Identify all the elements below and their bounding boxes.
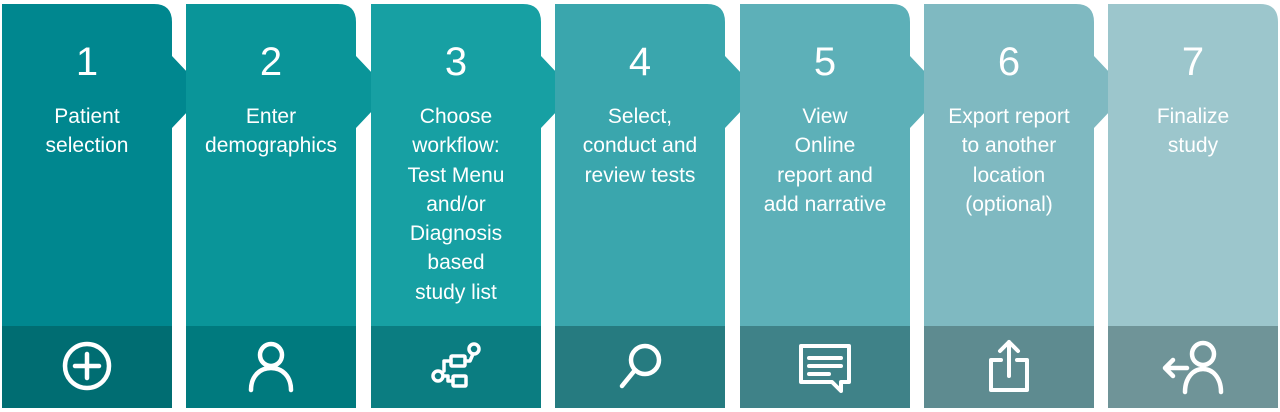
back-to-user-icon (1162, 336, 1224, 396)
step-1-number: 1 (75, 40, 99, 84)
search-icon (610, 336, 670, 396)
step-4-number: 4 (628, 40, 652, 84)
step-6: 6 Export report to another location (opt… (924, 4, 1128, 408)
step-4: 4 Select, conduct and review tests (555, 4, 759, 408)
step-6-label: Export report to another location (optio… (948, 105, 1070, 216)
step-7: 7 Finalize study (1108, 4, 1278, 408)
step-7-number: 7 (1181, 40, 1205, 84)
step-4-label: Select, conduct and review tests (582, 105, 698, 187)
export-icon (979, 336, 1039, 396)
step-1: 1 Patient selection (2, 4, 206, 408)
step-5-label: View Online report and add narrative (763, 105, 887, 216)
step-5: 5 View Online report and add narrative (740, 4, 944, 408)
user-icon (241, 336, 301, 396)
step-2: 2 Enter demographics (186, 4, 390, 408)
step-2-shape (186, 4, 390, 408)
step-3: 3 Choose workflow: Test Menu and/or Diag… (371, 4, 575, 408)
workflow-icon (426, 336, 486, 396)
step-5-shape (740, 4, 944, 408)
step-2-label: Enter demographics (205, 105, 337, 158)
step-6-number: 6 (997, 40, 1021, 84)
step-7-label: Finalize study (1156, 105, 1230, 158)
step-1-label: Patient selection (45, 105, 129, 158)
step-4-shape (555, 4, 759, 408)
step-2-number: 2 (259, 40, 283, 84)
step-3-label: Choose workflow: Test Menu and/or Diagno… (407, 105, 505, 304)
step-5-number: 5 (813, 40, 837, 84)
step-7-shape (1108, 4, 1278, 408)
report-comment-icon (795, 336, 855, 396)
plus-circle-icon (57, 336, 117, 396)
step-3-number: 3 (444, 40, 468, 84)
